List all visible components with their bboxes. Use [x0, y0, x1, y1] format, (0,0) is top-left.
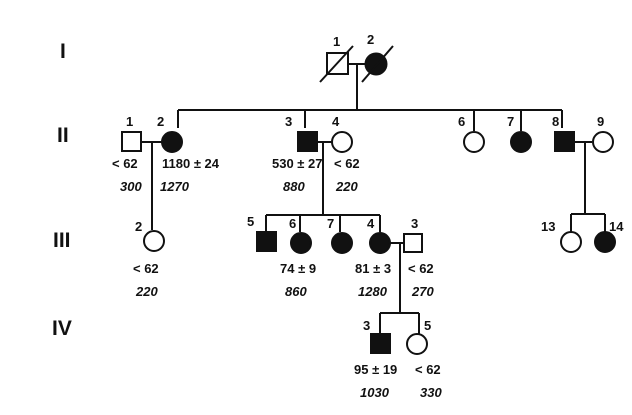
individual-value: 81 ± 3: [355, 261, 391, 276]
individual-number: 2: [367, 32, 374, 47]
individual-IV-3: 3 95 ± 19 1030: [354, 318, 397, 400]
individual-value: 1180 ± 24: [162, 156, 220, 171]
individual-italic-value: 220: [335, 179, 358, 194]
individual-III-4: 4 81 ± 3 1280: [355, 216, 391, 299]
female-symbol: [331, 232, 353, 254]
female-symbol: [560, 231, 582, 253]
individual-value: 530 ± 27: [272, 156, 323, 171]
individual-value: 74 ± 9: [280, 261, 316, 276]
individual-number: 6: [289, 216, 296, 231]
individual-II-2: 2 1180 ± 24 1270: [157, 114, 220, 194]
individual-value: < 62: [133, 261, 159, 276]
individual-III-13: 13: [541, 219, 582, 253]
individual-III-2: 2 < 62 220: [133, 219, 165, 299]
individual-number: 5: [247, 214, 254, 229]
individual-italic-value: 220: [135, 284, 158, 299]
individual-II-7: 7: [507, 114, 532, 153]
female-symbol: [406, 333, 428, 355]
individual-III-6: 6 74 ± 9 860: [280, 216, 316, 299]
female-symbol: [290, 232, 312, 254]
individual-value: < 62: [334, 156, 360, 171]
individual-number: 9: [597, 114, 604, 129]
female-symbol: [463, 131, 485, 153]
individual-italic-value: 880: [283, 179, 305, 194]
individual-number: 7: [327, 216, 334, 231]
individual-value: < 62: [415, 362, 441, 377]
individual-II-8: 8: [552, 114, 575, 152]
individual-number: 7: [507, 114, 514, 129]
individual-II-4: 4 < 62 220: [331, 114, 360, 194]
female-symbol: [143, 230, 165, 252]
individual-I-2: 2: [361, 32, 394, 83]
individual-II-6: 6: [458, 114, 485, 153]
generation-label-1: I: [60, 40, 66, 63]
individual-value: < 62: [408, 261, 434, 276]
individual-number: 3: [411, 216, 418, 231]
individual-italic-value: 860: [285, 284, 307, 299]
individual-number: 6: [458, 114, 465, 129]
individual-III-5: 5: [247, 214, 277, 252]
deceased-slash: [361, 45, 394, 83]
individual-number: 4: [332, 114, 340, 129]
individual-number: 1: [126, 114, 133, 129]
generation-label-3: III: [53, 229, 71, 252]
individual-IV-5: 5 < 62 330: [406, 318, 442, 400]
male-symbol: [403, 233, 423, 253]
female-symbol: [161, 131, 183, 153]
individual-number: 3: [363, 318, 370, 333]
male-symbol: [554, 131, 575, 152]
individual-III-7: 7: [327, 216, 353, 254]
individual-number: 2: [157, 114, 164, 129]
individual-II-1: 1 < 62 300: [112, 114, 142, 194]
individual-value: < 62: [112, 156, 138, 171]
individual-italic-value: 1270: [160, 179, 190, 194]
female-symbol: [594, 231, 616, 253]
male-symbol: [256, 231, 277, 252]
individual-II-3: 3 530 ± 27 880: [272, 114, 323, 194]
individual-italic-value: 330: [420, 385, 442, 400]
individual-number: 1: [333, 34, 340, 49]
pedigree-lines: [141, 63, 606, 334]
individual-value: 95 ± 19: [354, 362, 397, 377]
individual-I-1: 1: [319, 34, 354, 83]
female-symbol: [331, 131, 353, 153]
female-symbol: [592, 131, 614, 153]
female-symbol: [510, 131, 532, 153]
individual-italic-value: 300: [120, 179, 142, 194]
individual-number: 8: [552, 114, 559, 129]
individual-number: 14: [609, 219, 624, 234]
individual-II-9: 9: [592, 114, 614, 153]
individual-italic-value: 270: [411, 284, 434, 299]
individual-number: 13: [541, 219, 555, 234]
generation-label-4: IV: [52, 317, 72, 340]
male-symbol: [370, 333, 391, 354]
individual-number: 5: [424, 318, 431, 333]
individual-number: 2: [135, 219, 142, 234]
individual-III-14: 14: [594, 219, 624, 253]
individual-number: 4: [367, 216, 375, 231]
male-symbol: [121, 131, 142, 152]
female-symbol: [369, 232, 391, 254]
generation-label-2: II: [57, 124, 69, 147]
individual-number: 3: [285, 114, 292, 129]
deceased-slash: [319, 45, 354, 83]
individual-italic-value: 1280: [358, 284, 388, 299]
individual-italic-value: 1030: [360, 385, 390, 400]
individual-III-3: 3 < 62 270: [403, 216, 434, 299]
male-symbol: [297, 131, 318, 152]
